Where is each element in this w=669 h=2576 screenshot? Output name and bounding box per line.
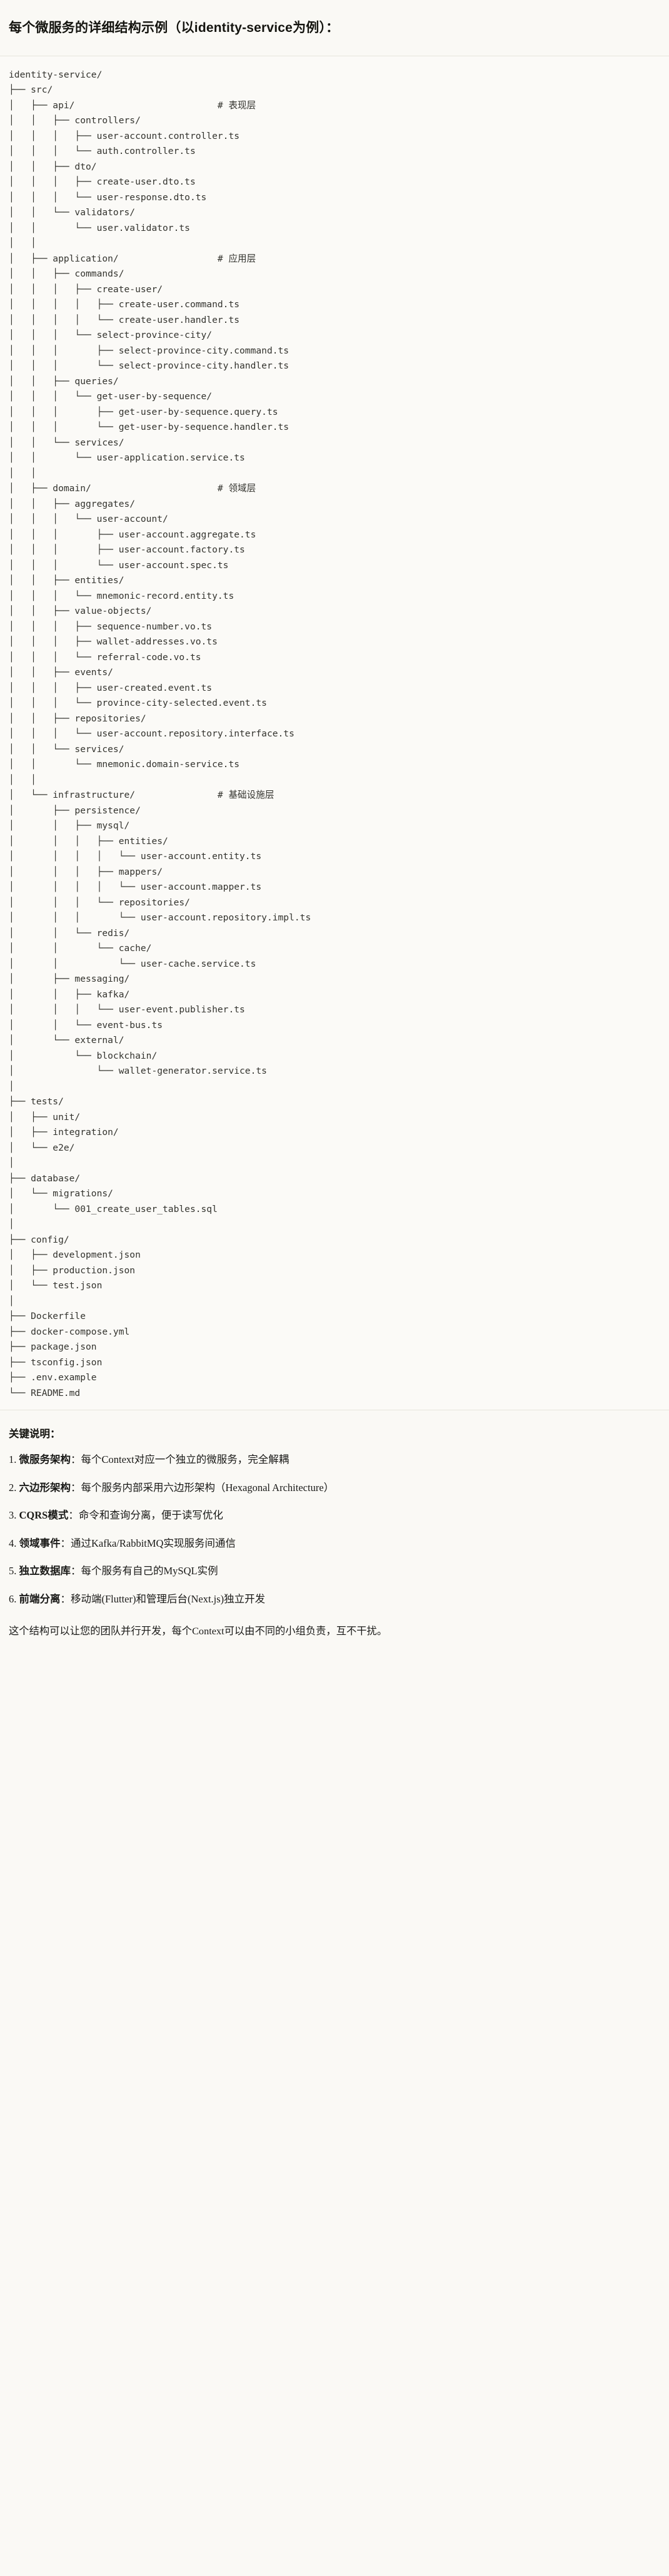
key-points-heading: 关键说明： bbox=[9, 1428, 61, 1440]
key-point-desc: ：每个Context对应一个独立的微服务，完全解耦 bbox=[71, 1453, 289, 1466]
key-point-term: 微服务架构 bbox=[19, 1453, 71, 1466]
directory-tree-block: identity-service/ ├── src/ │ ├── api/ # … bbox=[0, 56, 669, 1410]
key-point-4: 4. 领域事件：通过Kafka/RabbitMQ实现服务间通信 bbox=[9, 1535, 660, 1552]
key-point-desc: ：通过Kafka/RabbitMQ实现服务间通信 bbox=[60, 1537, 236, 1549]
key-point-number: 3. bbox=[9, 1509, 17, 1522]
key-point-term: 前端分离 bbox=[19, 1592, 61, 1605]
key-point-number: 6. bbox=[9, 1592, 17, 1605]
key-point-number: 5. bbox=[9, 1565, 17, 1577]
key-point-number: 2. bbox=[9, 1481, 17, 1494]
key-point-term: 独立数据库 bbox=[19, 1565, 71, 1577]
key-point-term: 六边形架构 bbox=[19, 1481, 71, 1494]
key-point-desc: ：每个服务有自己的MySQL实例 bbox=[71, 1565, 218, 1577]
key-point-term: 领域事件 bbox=[19, 1537, 61, 1549]
key-point-desc: ：每个服务内部采用六边形架构（Hexagonal Architecture） bbox=[71, 1481, 334, 1494]
key-point-5: 5. 独立数据库：每个服务有自己的MySQL实例 bbox=[9, 1563, 660, 1579]
key-point-6: 6. 前端分离：移动端(Flutter)和管理后台(Next.js)独立开发 bbox=[9, 1591, 660, 1607]
key-point-desc: ：命令和查询分离，便于读写优化 bbox=[68, 1509, 223, 1522]
key-points-section: 关键说明： 1. 微服务架构：每个Context对应一个独立的微服务，完全解耦 … bbox=[0, 1410, 669, 1666]
key-point-term: CQRS模式 bbox=[19, 1509, 69, 1522]
key-point-number: 1. bbox=[9, 1453, 17, 1466]
closing-paragraph: 这个结构可以让您的团队并行开发，每个Context可以由不同的小组负责，互不干扰… bbox=[9, 1625, 388, 1637]
key-point-3: 3. CQRS模式：命令和查询分离，便于读写优化 bbox=[9, 1507, 660, 1524]
key-point-desc: ：移动端(Flutter)和管理后台(Next.js)独立开发 bbox=[60, 1592, 266, 1605]
key-point-2: 2. 六边形架构：每个服务内部采用六边形架构（Hexagonal Archite… bbox=[9, 1480, 660, 1496]
key-point-number: 4. bbox=[9, 1537, 17, 1549]
document-page: 每个微服务的详细结构示例（以identity-service为例）： ident… bbox=[0, 9, 669, 1666]
key-point-1: 1. 微服务架构：每个Context对应一个独立的微服务，完全解耦 bbox=[9, 1452, 660, 1468]
directory-tree: identity-service/ ├── src/ │ ├── api/ # … bbox=[9, 69, 311, 1398]
page-title: 每个微服务的详细结构示例（以identity-service为例）： bbox=[9, 21, 340, 36]
